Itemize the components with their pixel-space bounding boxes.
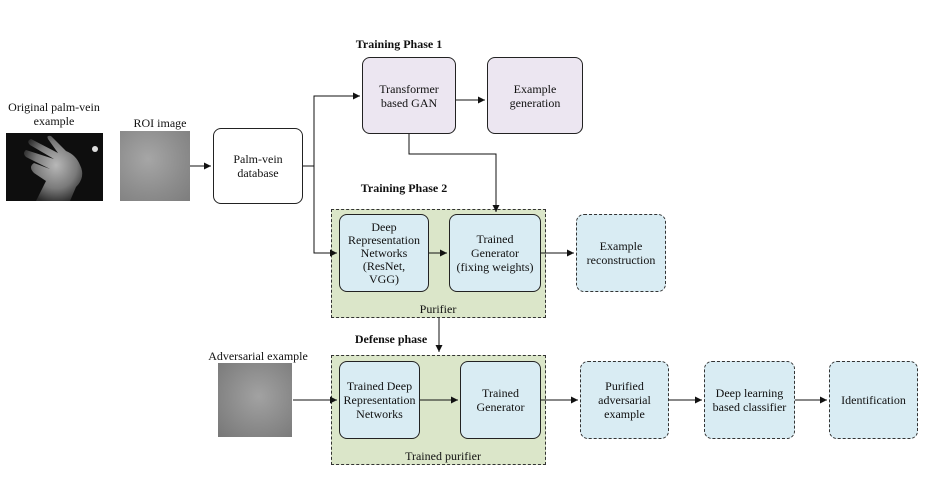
deep-representation-networks-box: Deep Representation Networks (ResNet, VG…: [339, 214, 429, 292]
training-phase-2-title: Training Phase 2: [360, 181, 448, 195]
purifier-label: Purifier: [419, 302, 457, 316]
adversarial-example-label: Adversarial example: [208, 349, 308, 363]
purified-adversarial-example-box: Purified adversarial example: [580, 361, 669, 439]
example-generation-box: Example generation: [487, 57, 583, 134]
roi-image: [120, 131, 190, 201]
trained-generator-label: Trained Generator: [476, 386, 525, 414]
identification-box: Identification: [829, 361, 918, 439]
trained-generator-fixing-box: Trained Generator (fixing weights): [449, 214, 541, 292]
example-generation-label: Example generation: [509, 81, 561, 110]
palm-vein-database-box: Palm-vein database: [213, 128, 303, 204]
deep-learning-classifier-box: Deep learning based classifier: [704, 361, 795, 439]
example-reconstruction-box: Example reconstruction: [576, 214, 666, 292]
training-phase-1-title: Training Phase 1: [355, 37, 443, 51]
arrow-database-to-deeprep: [303, 165, 337, 257]
purified-adversarial-example-label: Purified adversarial example: [598, 379, 651, 421]
identification-label: Identification: [841, 393, 906, 407]
palm-image: [6, 133, 103, 201]
hand-icon: [24, 135, 98, 201]
adversarial-image: [218, 363, 292, 437]
example-reconstruction-label: Example reconstruction: [586, 239, 656, 267]
arrow-gan-to-generator: [408, 134, 500, 212]
trained-generator-fixing-label: Trained Generator (fixing weights): [456, 232, 534, 274]
original-palm-label: Original palm-vein example: [8, 100, 100, 128]
deep-representation-networks-label: Deep Representation Networks (ResNet, VG…: [348, 219, 420, 286]
transformer-gan-box: Transformer based GAN: [362, 57, 456, 134]
roi-image-label: ROI image: [133, 116, 187, 130]
deep-learning-classifier-label: Deep learning based classifier: [712, 386, 787, 414]
arrow-database-to-gan: [303, 92, 360, 167]
defense-phase-title: Defense phase: [354, 332, 428, 346]
trained-deep-representation-label: Trained Deep Representation Networks: [343, 379, 416, 421]
trained-deep-representation-box: Trained Deep Representation Networks: [339, 361, 420, 439]
transformer-gan-label: Transformer based GAN: [379, 81, 439, 110]
trained-purifier-label: Trained purifier: [405, 449, 481, 463]
trained-generator-box: Trained Generator: [460, 361, 541, 439]
palm-vein-database-label: Palm-vein database: [233, 152, 283, 180]
